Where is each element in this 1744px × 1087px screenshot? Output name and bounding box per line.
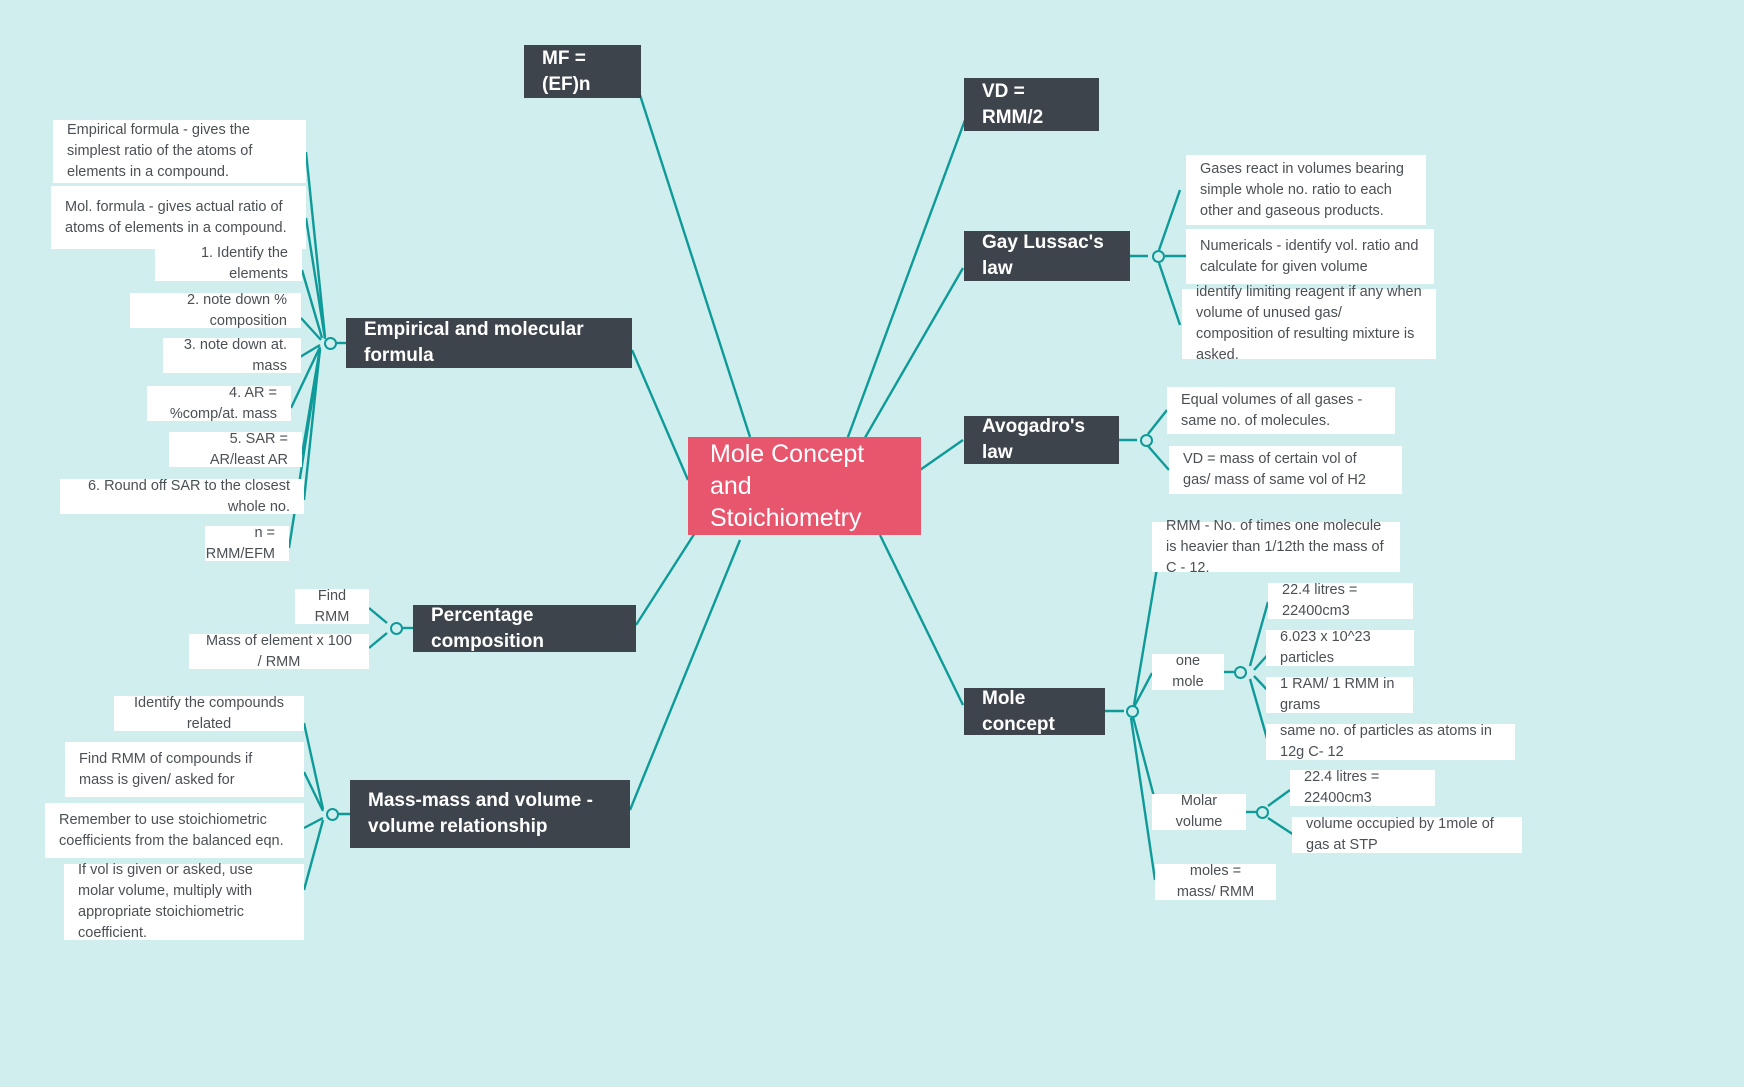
hub-gay-lussac[interactable] — [1152, 250, 1165, 263]
leaf-avogadro-1[interactable]: VD = mass of certain vol of gas/ mass of… — [1169, 446, 1402, 494]
leaf-mole-concept-one-mole[interactable]: one mole — [1152, 653, 1224, 690]
branch-label-avogadro: Avogadro's law — [982, 416, 1086, 463]
branch-label-vd: VD = RMM/2 — [982, 80, 1044, 128]
hub-empirical[interactable] — [324, 337, 337, 350]
leaf-one-mole-2[interactable]: 1 RAM/ 1 RMM in grams — [1266, 676, 1413, 713]
leaf-empirical-0[interactable]: Empirical formula - gives the simplest r… — [53, 120, 306, 183]
branch-label-mass-mass: Mass-mass and volume -volume relationshi… — [368, 790, 593, 837]
leaf-text: Numericals - identify vol. ratio and cal… — [1200, 237, 1419, 275]
leaf-empirical-7[interactable]: 6. Round off SAR to the closest whole no… — [60, 478, 304, 515]
hub-mass-mass[interactable] — [326, 808, 339, 821]
leaf-empirical-8[interactable]: n = RMM/EFM — [205, 525, 289, 562]
leaf-text: Empirical formula - gives the simplest r… — [67, 122, 253, 180]
leaf-text: moles = mass/ RMM — [1176, 863, 1255, 900]
leaf-gay-lussac-0[interactable]: Gases react in volumes bearing simple wh… — [1186, 155, 1426, 225]
hub-one-mole[interactable] — [1234, 666, 1247, 679]
leaf-mass-mass-2[interactable]: Remember to use stoichiometric coefficie… — [45, 803, 304, 858]
leaf-text: Mass of element x 100 / RMM — [206, 632, 352, 670]
branch-node-avogadro[interactable]: Avogadro's law — [964, 416, 1119, 464]
leaf-gay-lussac-1[interactable]: Numericals - identify vol. ratio and cal… — [1186, 229, 1434, 284]
leaf-text: 4. AR = %comp/at. mass — [169, 384, 277, 422]
branch-label-mole-concept: Mole concept — [982, 687, 1055, 735]
leaf-empirical-1[interactable]: Mol. formula - gives actual ratio of ato… — [51, 186, 306, 249]
leaf-empirical-6[interactable]: 5. SAR = AR/least AR — [169, 431, 302, 468]
leaf-mass-mass-3[interactable]: If vol is given or asked, use molar volu… — [64, 862, 304, 941]
leaf-text: 1. Identify the elements — [200, 244, 288, 282]
hub-molar-volume[interactable] — [1256, 806, 1269, 819]
leaf-empirical-2[interactable]: 1. Identify the elements — [155, 245, 302, 282]
hub-mole-concept[interactable] — [1126, 705, 1139, 718]
branch-label-mf: MF = (EF)n — [542, 47, 591, 95]
leaf-text: one mole — [1172, 653, 1204, 690]
leaf-text: 6.023 x 10^23 particles — [1280, 629, 1371, 666]
leaf-percentage-1[interactable]: Mass of element x 100 / RMM — [189, 633, 369, 670]
leaf-text: Equal volumes of all gases - same no. of… — [1181, 391, 1363, 429]
leaf-empirical-5[interactable]: 4. AR = %comp/at. mass — [147, 385, 291, 422]
leaf-mole-concept-molar-volume[interactable]: Molar volume — [1152, 793, 1246, 830]
branch-node-vd[interactable]: VD = RMM/2 — [964, 78, 1099, 131]
hub-percentage[interactable] — [390, 622, 403, 635]
leaf-text: 22.4 litres = 22400cm3 — [1282, 582, 1358, 619]
leaf-mass-mass-1[interactable]: Find RMM of compounds if mass is given/ … — [65, 742, 304, 797]
leaf-text: 1 RAM/ 1 RMM in grams — [1280, 676, 1395, 713]
leaf-text: Find RMM — [314, 587, 350, 625]
leaf-one-mole-3[interactable]: same no. of particles as atoms in 12g C-… — [1266, 723, 1515, 760]
leaf-text: If vol is given or asked, use molar volu… — [78, 862, 253, 941]
leaf-text: Remember to use stoichiometric coefficie… — [59, 811, 284, 849]
leaf-text: Find RMM of compounds if mass is given/ … — [79, 750, 253, 788]
leaf-text: same no. of particles as atoms in 12g C-… — [1280, 723, 1492, 760]
branch-node-mass-mass[interactable]: Mass-mass and volume -volume relationshi… — [350, 780, 630, 848]
leaf-percentage-0[interactable]: Find RMM — [295, 588, 369, 625]
branch-label-percentage: Percentage composition — [431, 604, 544, 652]
leaf-text: Molar volume — [1175, 793, 1223, 830]
leaf-text: 3. note down at. mass — [183, 336, 287, 374]
leaf-text: 5. SAR = AR/least AR — [209, 430, 288, 468]
leaf-text: Mol. formula - gives actual ratio of ato… — [65, 198, 287, 236]
leaf-text: Gases react in volumes bearing simple wh… — [1200, 160, 1404, 219]
branch-label-empirical: Empirical and molecular formula — [364, 319, 584, 366]
leaf-text: VD = mass of certain vol of gas/ mass of… — [1183, 451, 1366, 488]
leaf-text: identify limiting reagent if any when vo… — [1196, 284, 1422, 363]
leaf-avogadro-0[interactable]: Equal volumes of all gases - same no. of… — [1167, 387, 1395, 434]
branch-node-mole-concept[interactable]: Mole concept — [964, 688, 1105, 735]
leaf-mole-concept-0[interactable]: RMM - No. of times one molecule is heavi… — [1152, 518, 1400, 576]
leaf-molar-volume-0[interactable]: 22.4 litres = 22400cm3 — [1290, 769, 1435, 806]
central-node-label: Mole Concept and Stoichiometry — [710, 440, 865, 532]
leaf-text: Identify the compounds related — [134, 694, 284, 732]
leaf-mole-concept-moles[interactable]: moles = mass/ RMM — [1155, 863, 1276, 900]
branch-node-empirical[interactable]: Empirical and molecular formula — [346, 318, 632, 368]
branch-label-gay-lussac: Gay Lussac's law — [982, 232, 1104, 279]
hub-avogadro[interactable] — [1140, 434, 1153, 447]
leaf-text: 6. Round off SAR to the closest whole no… — [87, 477, 290, 515]
leaf-text: 22.4 litres = 22400cm3 — [1304, 769, 1380, 806]
leaf-text: 2. note down % composition — [187, 291, 287, 329]
central-node[interactable]: Mole Concept and Stoichiometry — [688, 437, 921, 535]
branch-node-gay-lussac[interactable]: Gay Lussac's law — [964, 231, 1130, 281]
leaf-text: RMM - No. of times one molecule is heavi… — [1166, 517, 1384, 576]
leaf-gay-lussac-2[interactable]: identify limiting reagent if any when vo… — [1182, 284, 1436, 363]
leaf-empirical-3[interactable]: 2. note down % composition — [130, 292, 301, 329]
leaf-empirical-4[interactable]: 3. note down at. mass — [163, 337, 301, 374]
leaf-mass-mass-0[interactable]: Identify the compounds related — [114, 695, 304, 732]
leaf-text: volume occupied by 1mole of gas at STP — [1306, 816, 1494, 853]
leaf-molar-volume-1[interactable]: volume occupied by 1mole of gas at STP — [1292, 816, 1522, 853]
leaf-text: n = RMM/EFM — [205, 524, 275, 562]
branch-node-percentage[interactable]: Percentage composition — [413, 605, 636, 652]
leaf-one-mole-1[interactable]: 6.023 x 10^23 particles — [1266, 629, 1414, 666]
leaf-one-mole-0[interactable]: 22.4 litres = 22400cm3 — [1268, 582, 1413, 619]
branch-node-mf[interactable]: MF = (EF)n — [524, 45, 641, 98]
